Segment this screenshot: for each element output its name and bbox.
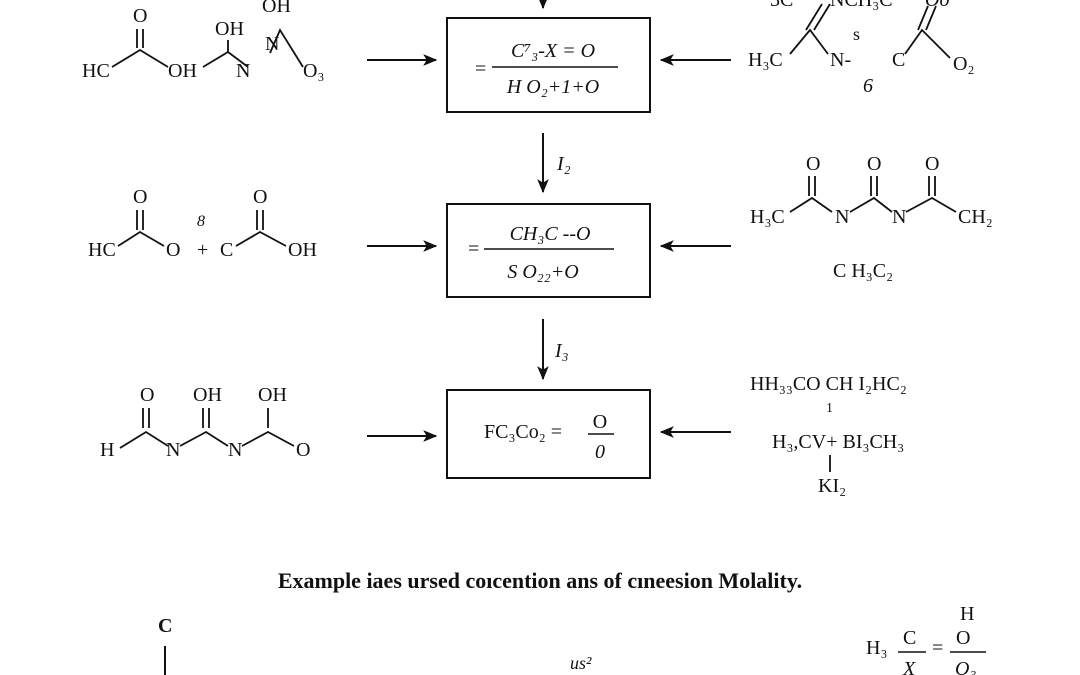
- svg-text:FC₃Co₂ =: FC₃Co₂ =: [484, 421, 562, 443]
- svg-text:X: X: [902, 658, 916, 675]
- svg-text:O: O: [133, 186, 147, 208]
- left-molecule-1: HC O OH OH N OH N O₃: [82, 0, 324, 82]
- svg-text:=: =: [468, 238, 479, 260]
- svg-text:O: O: [956, 627, 970, 649]
- svg-text:O: O: [133, 5, 147, 27]
- svg-text:1: 1: [826, 401, 833, 416]
- bottom-middle-label: us²: [570, 653, 592, 673]
- svg-text:O: O: [925, 153, 939, 175]
- bottom-structures: C us² H H₃ C X = O O₃: [158, 603, 986, 675]
- svg-text:3C: 3C: [770, 0, 793, 11]
- svg-text:H: H: [100, 439, 114, 461]
- product-box-1: = C⁷₃-X = O H O₂+1+O: [446, 17, 651, 113]
- box-3-denominator: 0: [595, 441, 605, 463]
- svg-text:6: 6: [863, 75, 873, 97]
- svg-text:N: N: [892, 206, 906, 228]
- left-molecule-2: HC O O 8 + C O OH: [88, 186, 317, 261]
- svg-text:O: O: [253, 186, 267, 208]
- svg-text:CH₂: CH₂: [958, 206, 993, 228]
- svg-text:C H₃C₂: C H₃C₂: [833, 260, 893, 282]
- svg-text:8: 8: [197, 213, 205, 230]
- svg-text:C: C: [892, 49, 905, 71]
- svg-text:N: N: [228, 439, 242, 461]
- svg-text:=: =: [475, 58, 486, 80]
- right-molecule-3: HH₃₃CO CH I₂HC₂ 1 H₃,CV+ BI₃CH₃ KI₂: [750, 373, 907, 497]
- svg-text:OH: OH: [258, 384, 287, 406]
- svg-text:KI₂: KI₂: [818, 475, 846, 497]
- svg-text:HC: HC: [88, 239, 116, 261]
- box-2-denominator: S O₂₂+O: [507, 261, 578, 283]
- svg-text:H₃,CV+ BI₃CH₃: H₃,CV+ BI₃CH₃: [772, 431, 904, 453]
- svg-text:Oo: Oo: [925, 0, 949, 11]
- svg-text:N: N: [166, 439, 180, 461]
- svg-text:O: O: [166, 239, 180, 261]
- right-molecule-2: H₃C O N O N O CH₂ C H₃C₂: [750, 153, 993, 282]
- product-box-2: = CH₃C --O S O₂₂+O: [446, 203, 651, 298]
- bottom-left-label: C: [158, 615, 172, 637]
- svg-text:N: N: [835, 206, 849, 228]
- svg-text:H₃C: H₃C: [748, 49, 783, 71]
- svg-text:=: =: [932, 637, 943, 659]
- svg-text:HH₃₃CO CH I₂HC₂: HH₃₃CO CH I₂HC₂: [750, 373, 907, 395]
- left-molecule-3: H O N OH N OH O: [100, 384, 310, 461]
- svg-text:O: O: [296, 439, 310, 461]
- svg-text:s: s: [853, 24, 860, 44]
- box-1-denominator: H O₂+1+O: [506, 76, 599, 98]
- svg-text:HC: HC: [82, 60, 110, 82]
- svg-text:O: O: [867, 153, 881, 175]
- svg-text:C: C: [903, 627, 916, 649]
- svg-text:NCH₃C: NCH₃C: [830, 0, 893, 11]
- svg-text:OH: OH: [262, 0, 291, 17]
- step-label-1: I₂: [556, 153, 571, 175]
- svg-text:O: O: [806, 153, 820, 175]
- svg-text:O₃: O₃: [955, 658, 976, 675]
- box-2-numerator: CH₃C --O: [510, 223, 591, 245]
- figure-caption: Example iaes ursed coıcention ans of cın…: [277, 568, 803, 593]
- svg-text:H: H: [960, 603, 974, 625]
- box-3-numerator: O: [593, 411, 607, 433]
- box-1-numerator: C⁷₃-X = O: [511, 40, 595, 62]
- svg-text:O₂: O₂: [953, 53, 974, 75]
- step-label-2: I₃: [554, 340, 569, 362]
- svg-text:OH: OH: [288, 239, 317, 261]
- svg-text:N-: N-: [830, 49, 851, 71]
- svg-text:OH: OH: [193, 384, 222, 406]
- svg-text:H₃: H₃: [866, 637, 887, 659]
- svg-text:O: O: [140, 384, 154, 406]
- right-molecule-1: 3C NCH₃C Oo H₃C N- s 6 C O₂: [748, 0, 974, 97]
- svg-text:H₃C: H₃C: [750, 206, 785, 228]
- svg-text:OH: OH: [215, 18, 244, 40]
- product-box-3: FC₃Co₂ = O 0: [446, 389, 651, 479]
- svg-text:C: C: [220, 239, 233, 261]
- svg-text:+: +: [197, 239, 208, 261]
- svg-text:OH: OH: [168, 60, 197, 82]
- svg-text:O₃: O₃: [303, 60, 324, 82]
